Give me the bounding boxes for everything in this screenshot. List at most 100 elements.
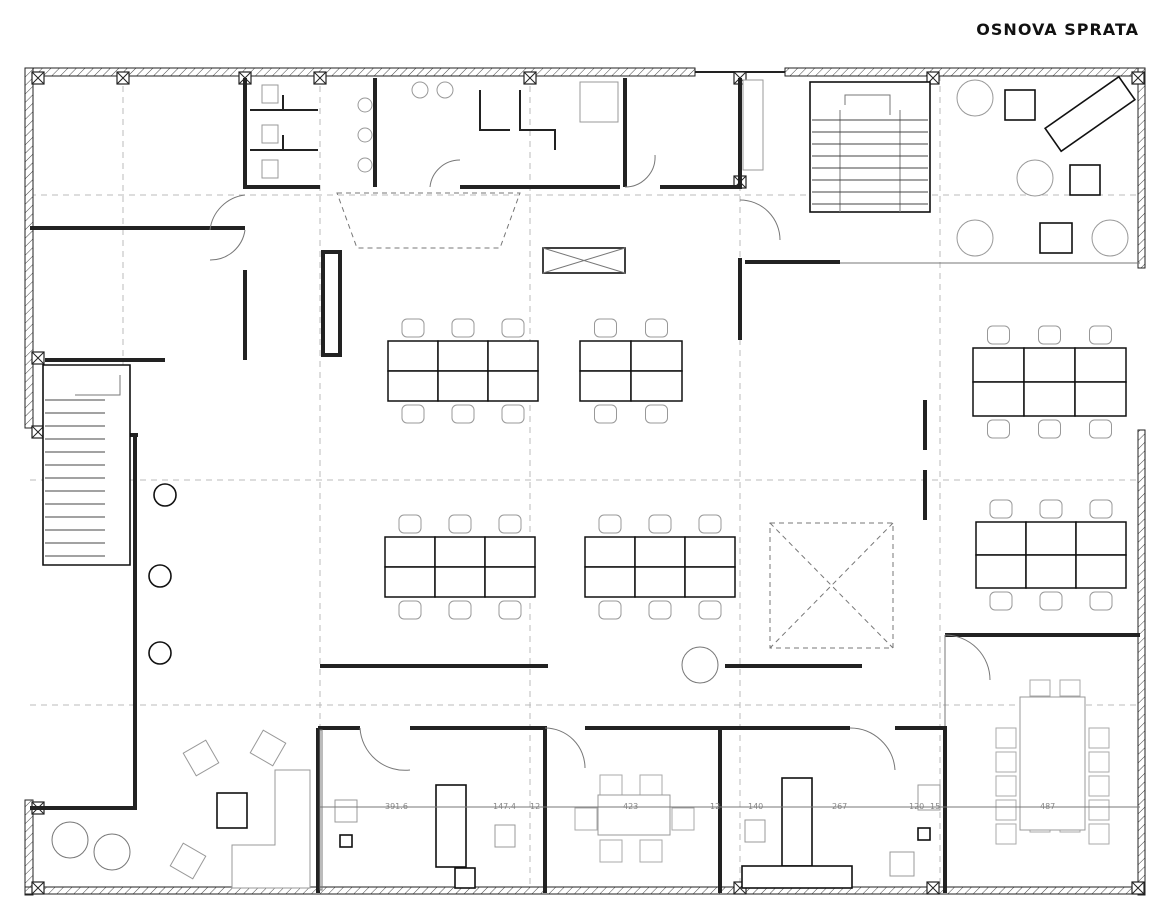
- desk: [1074, 347, 1127, 383]
- chair: [639, 774, 663, 798]
- column: [523, 71, 537, 85]
- desk: [684, 566, 736, 598]
- chair: [1088, 727, 1110, 749]
- lounge-furniture: [956, 75, 1137, 257]
- desk: [634, 566, 686, 598]
- chair: [1089, 499, 1113, 519]
- desk-cluster: [972, 325, 1127, 439]
- desk-clusters: [384, 318, 1127, 863]
- chair: [1089, 591, 1113, 611]
- desk-cluster: [579, 318, 683, 424]
- chair: [594, 318, 617, 338]
- desk-cluster: [975, 499, 1127, 611]
- desk: [1025, 521, 1077, 556]
- chair: [574, 807, 598, 831]
- desk: [972, 347, 1025, 383]
- chair: [995, 823, 1017, 845]
- chair: [1088, 799, 1110, 821]
- left-lounge-furniture: [51, 483, 719, 889]
- desk: [487, 370, 539, 402]
- chair: [398, 514, 422, 534]
- chair: [698, 514, 722, 534]
- desk: [579, 370, 632, 402]
- chair: [987, 325, 1010, 345]
- desk: [437, 370, 489, 402]
- chair: [639, 839, 663, 863]
- desk: [434, 536, 486, 568]
- desk: [1075, 521, 1127, 556]
- chair: [498, 514, 522, 534]
- chair: [1039, 499, 1063, 519]
- desk: [1074, 381, 1127, 417]
- chair: [987, 419, 1010, 439]
- desk: [387, 340, 439, 372]
- desk: [487, 340, 539, 372]
- office-furniture: [334, 696, 1086, 889]
- doors: [209, 154, 991, 771]
- chair: [1029, 679, 1051, 697]
- column: [1131, 881, 1145, 895]
- chair: [1059, 679, 1081, 697]
- chair: [645, 318, 668, 338]
- chair: [599, 774, 623, 798]
- desk: [484, 566, 536, 598]
- desk-cluster: [384, 514, 536, 620]
- chair: [648, 600, 672, 620]
- chair: [451, 404, 475, 424]
- chair: [698, 600, 722, 620]
- chair: [498, 600, 522, 620]
- desk-cluster: [387, 318, 539, 424]
- staircases: [42, 81, 931, 566]
- column: [926, 71, 940, 85]
- desk: [972, 381, 1025, 417]
- desk: [1023, 381, 1076, 417]
- desk: [434, 566, 486, 598]
- chair: [401, 318, 425, 338]
- desk: [975, 554, 1027, 589]
- chair: [501, 318, 525, 338]
- desk: [387, 370, 439, 402]
- chair: [995, 775, 1017, 797]
- desk: [384, 566, 436, 598]
- chair: [1088, 751, 1110, 773]
- desk-cluster: [584, 514, 736, 620]
- desk: [1075, 554, 1127, 589]
- chair: [598, 514, 622, 534]
- chair: [594, 404, 617, 424]
- column: [31, 351, 45, 365]
- desk: [584, 536, 636, 568]
- column: [926, 881, 940, 895]
- structural-grid: [30, 75, 1140, 890]
- chair: [401, 404, 425, 424]
- chair: [995, 799, 1017, 821]
- chair: [645, 404, 668, 424]
- exterior-walls: [24, 67, 1146, 896]
- chair: [598, 600, 622, 620]
- chair: [1088, 823, 1110, 845]
- chair: [451, 318, 475, 338]
- desk: [579, 340, 632, 372]
- chair: [1089, 419, 1112, 439]
- desk: [634, 536, 686, 568]
- chair: [448, 600, 472, 620]
- desk: [975, 521, 1027, 556]
- chair: [671, 807, 695, 831]
- column: [31, 881, 45, 895]
- chair: [648, 514, 672, 534]
- desk: [684, 536, 736, 568]
- column: [116, 71, 130, 85]
- desk: [630, 340, 683, 372]
- restroom-fixtures: [250, 79, 764, 179]
- drawing-title: OSNOVA SPRATA: [976, 20, 1139, 39]
- chair: [1038, 325, 1061, 345]
- chair: [1088, 775, 1110, 797]
- column: [31, 425, 45, 439]
- desk: [1025, 554, 1077, 589]
- chair: [1039, 591, 1063, 611]
- chair: [995, 751, 1017, 773]
- desk: [437, 340, 489, 372]
- columns: [31, 71, 1145, 895]
- desk: [484, 536, 536, 568]
- chair: [1089, 325, 1112, 345]
